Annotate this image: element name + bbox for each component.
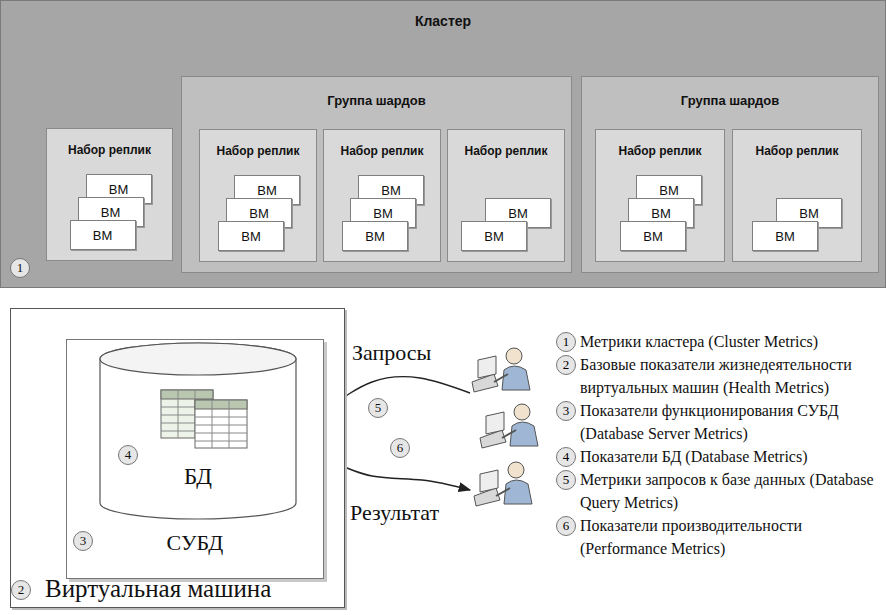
- node-label: Группа шардов: [681, 93, 779, 108]
- legend-number: 1: [556, 332, 576, 352]
- legend-text: Метрики кластера (Cluster Metrics): [580, 330, 882, 353]
- legend-text: Метрики запросов к базе данных (Database…: [580, 468, 882, 514]
- legend-number: 4: [556, 447, 576, 467]
- node-label: ВМ: [381, 183, 401, 198]
- flow-arrows: [329, 377, 470, 490]
- legend-row: 4Показатели БД (Database Metrics): [556, 445, 884, 468]
- node-label: Набор реплик: [464, 144, 547, 158]
- node-label: ВМ: [101, 205, 121, 220]
- legend-text: Базовые показатели жизнедеятельности вир…: [580, 353, 882, 399]
- callout-number: 5: [368, 398, 388, 418]
- legend-row: 3Показатели функционирования СУБД (Datab…: [556, 399, 884, 445]
- vm-box: ВМ: [218, 221, 284, 251]
- legend-row: 1Метрики кластера (Cluster Metrics): [556, 330, 884, 353]
- node-label: Набор реплик: [755, 144, 838, 158]
- node-label: Набор реплик: [216, 144, 299, 158]
- node-label: ВМ: [241, 229, 261, 244]
- node-label: ВМ: [93, 228, 113, 243]
- callout-number: 4: [118, 445, 138, 465]
- user-at-computer: [472, 348, 530, 392]
- flow-label: Результат: [350, 500, 439, 526]
- result-arrow: [329, 460, 470, 490]
- legend-number: 2: [556, 355, 576, 375]
- database-cylinder: БД: [99, 342, 297, 520]
- node-label: Набор реплик: [68, 143, 151, 157]
- virtual-machine-box: БД СУБД Виртуальная машина: [10, 308, 345, 608]
- shard-group-box: ВМВМВМНабор репликВМВМВМНабор репликВМВМ…: [181, 76, 572, 273]
- node-label: Набор реплик: [618, 144, 701, 158]
- legend-text: Показатели БД (Database Metrics): [580, 445, 882, 468]
- legend-row: 5Метрики запросов к базе данных (Databas…: [556, 468, 884, 514]
- legend-number: 6: [556, 516, 576, 536]
- cluster-box: ВМВМВМНабор репликВМВМВМНабор репликВМВМ…: [0, 0, 886, 288]
- node-label: ВМ: [484, 229, 504, 244]
- request-arrow: [329, 377, 470, 408]
- replica-set-box: ВМ ВМ Набор реплик: [732, 129, 862, 262]
- replica-set-box: ВМ ВМ Набор реплик: [447, 129, 565, 262]
- user-at-computer: [480, 404, 538, 448]
- vm-box: ВМ: [342, 221, 408, 251]
- vm-box: ВМ: [752, 221, 818, 251]
- legend-row: 6Показатели производительности (Performa…: [556, 514, 884, 560]
- dbms-box: БД СУБД: [66, 339, 324, 579]
- node-label: ВМ: [373, 206, 393, 221]
- node-label: Виртуальная машина: [45, 575, 271, 603]
- node-label: Кластер: [415, 13, 471, 29]
- user-at-computer: [474, 462, 532, 506]
- callout-number: 1: [10, 258, 30, 278]
- callout-number: 3: [73, 531, 93, 551]
- node-label: СУБД: [167, 530, 224, 556]
- flow-label: Запросы: [352, 340, 431, 366]
- callout-number: 6: [390, 438, 410, 458]
- legend-text: Показатели функционирования СУБД (Databa…: [580, 399, 882, 445]
- node-label: ВМ: [249, 206, 269, 221]
- vm-box: ВМ: [70, 220, 136, 250]
- replica-set-box: ВМ ВМ ВМ Набор реплик: [323, 129, 441, 262]
- legend-text: Показатели производительности (Performan…: [580, 514, 882, 560]
- users-illustration: [472, 348, 538, 506]
- node-label: ВМ: [508, 206, 528, 221]
- node-label: Группа шардов: [327, 93, 425, 108]
- node-label: ВМ: [659, 183, 679, 198]
- node-label: ВМ: [799, 206, 819, 221]
- legend-number: 3: [556, 401, 576, 421]
- node-label: ВМ: [365, 229, 385, 244]
- legend-number: 5: [556, 470, 576, 490]
- node-label: Набор реплик: [340, 144, 423, 158]
- node-label: ВМ: [257, 183, 277, 198]
- node-label: ВМ: [651, 206, 671, 221]
- replica-set-box: ВМ ВМ ВМ Набор реплик: [199, 129, 317, 262]
- shard-group-box: ВМ ВМ ВМ Набор репликВМ ВМ Набор реплик Группа…: [581, 76, 879, 273]
- legend: 1Метрики кластера (Cluster Metrics)2Базо…: [556, 330, 884, 560]
- replica-set-box: ВМ ВМ ВМ Набор реплик: [595, 129, 725, 262]
- node-label: ВМ: [775, 229, 795, 244]
- legend-row: 2Базовые показатели жизнедеятельности ви…: [556, 353, 884, 399]
- vm-box: ВМ: [461, 221, 527, 251]
- callout-number: 2: [11, 580, 31, 600]
- node-label: БД: [184, 464, 212, 490]
- node-label: ВМ: [643, 229, 663, 244]
- replica-set-box: ВМ ВМ ВМ Набор реплик: [46, 128, 173, 261]
- vm-box: ВМ: [620, 221, 686, 251]
- cylinder-shape: [99, 342, 297, 520]
- node-label: ВМ: [109, 182, 129, 197]
